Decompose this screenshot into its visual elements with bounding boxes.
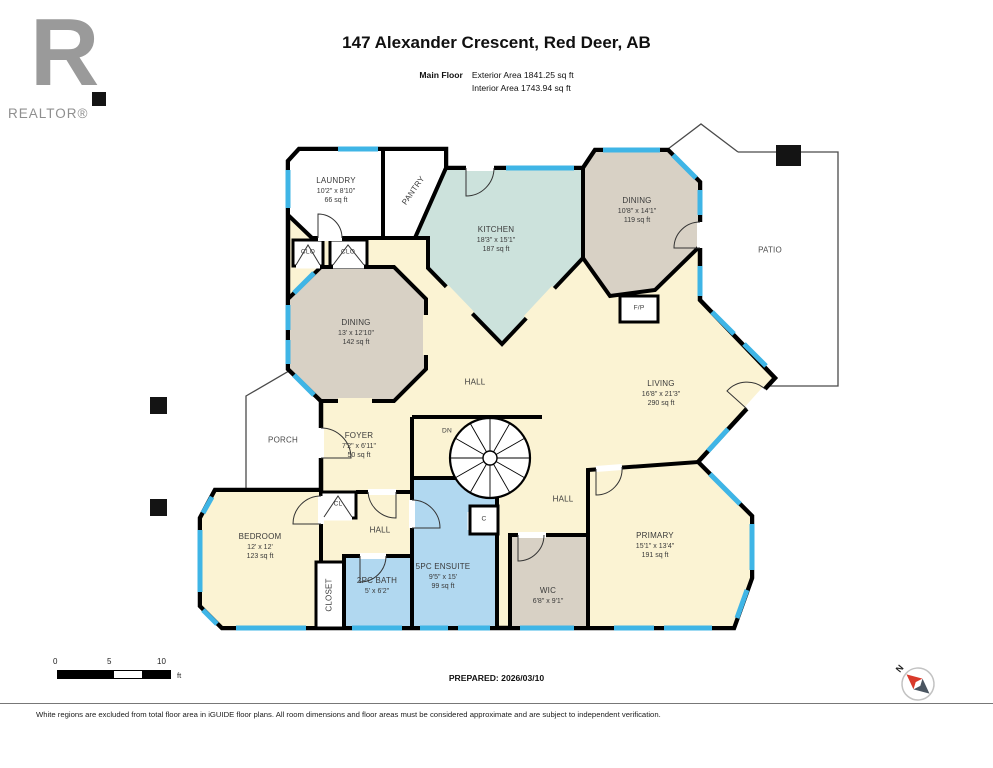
post-marker xyxy=(150,397,167,414)
scale-unit: ft xyxy=(177,671,182,680)
scale-tick-0: 0 xyxy=(53,657,58,666)
scale-tick-10: 10 xyxy=(157,657,166,666)
windows xyxy=(197,146,768,631)
room-label-primary: PRIMARY 15'1" x 13'4" 191 sq ft xyxy=(635,531,675,560)
room-label-kitchen: KITCHEN 18'3" x 15'1" 187 sq ft xyxy=(476,225,516,254)
door-swings xyxy=(292,167,766,583)
room-ensuite xyxy=(410,476,499,630)
rooms-layer xyxy=(198,147,754,630)
stairs-spiral xyxy=(448,416,532,500)
post-marker xyxy=(150,499,167,516)
room-label-living: LIVING 16'8" x 21'3" 290 sq ft xyxy=(641,379,681,408)
room-label-foyer: FOYER 7'2" x 6'11" 50 sq ft xyxy=(342,431,376,460)
room-label-hall-bedroom: HALL xyxy=(369,525,391,535)
room-label-dining-upper: DINING 10'8" x 14'1" 119 sq ft xyxy=(617,196,657,225)
scale-bar: 0 5 10 ft xyxy=(53,657,195,691)
wall-openings xyxy=(338,284,557,404)
scale-bar-strip xyxy=(57,670,171,679)
room-label-patio: PATIO xyxy=(758,245,782,255)
room-label-fireplace: F/P xyxy=(633,304,645,312)
scale-tick-5: 5 xyxy=(107,657,112,666)
room-label-porch: PORCH xyxy=(268,435,298,445)
realtor-logo: R REALTOR® xyxy=(8,4,128,121)
compass: N xyxy=(894,663,935,701)
stairs-dn-label: DN xyxy=(442,427,452,435)
compass-south-needle xyxy=(913,678,930,694)
room-label-hall-primary: HALL xyxy=(552,494,574,504)
room-label-hall-main: HALL xyxy=(464,377,486,387)
floor-label: Main Floor xyxy=(419,70,463,80)
disclaimer-text: White regions are excluded from total fl… xyxy=(36,710,661,719)
room-label-wic: WIC 6'8" x 9'1" xyxy=(532,585,564,605)
room-label-closet-c: C xyxy=(481,515,487,523)
prepared-date: PREPARED: 2026/03/10 xyxy=(448,673,545,683)
compass-north-needle xyxy=(906,674,923,690)
compass-n-label: N xyxy=(894,663,906,674)
room-label-laundry: LAUNDRY 10'2" x 8'10" 66 sq ft xyxy=(316,176,356,205)
patio-outline xyxy=(663,123,839,387)
room-bedroom xyxy=(198,488,323,630)
room-primary xyxy=(586,459,754,630)
room-label-clo-left: CLO xyxy=(300,248,316,256)
door-gaps xyxy=(318,165,768,559)
fireplace-box xyxy=(618,294,660,324)
room-closet-c xyxy=(468,504,500,536)
room-label-bedroom: BEDROOM 12' x 12' 123 sq ft xyxy=(238,532,282,561)
room-label-clo-right: CLO xyxy=(340,248,356,256)
page-title: 147 Alexander Crescent, Red Deer, AB xyxy=(342,33,651,52)
realtor-logo-r: R xyxy=(30,0,99,106)
room-wic xyxy=(508,533,590,630)
room-label-closet: CLOSET xyxy=(324,578,334,612)
room-label-ensuite: 5PC ENSUITE 9'5" x 15' 99 sq ft xyxy=(415,562,471,591)
patio-pillar xyxy=(776,145,801,166)
interior-area: Interior Area 1743.94 sq ft xyxy=(471,83,571,93)
room-label-dining-left: DINING 13' x 12'10" 142 sq ft xyxy=(338,318,374,347)
realtor-wordmark: REALTOR® xyxy=(8,105,89,121)
floor-summary: Main Floor Exterior Area 1841.25 sq ft I… xyxy=(0,70,993,93)
realtor-logo-square xyxy=(92,92,106,106)
exterior-area: Exterior Area 1841.25 sq ft xyxy=(471,70,574,80)
footer-divider xyxy=(0,703,993,704)
room-label-bath: 2PC BATH 5' x 6'2" xyxy=(356,575,398,595)
room-label-cl: CL xyxy=(333,500,343,508)
